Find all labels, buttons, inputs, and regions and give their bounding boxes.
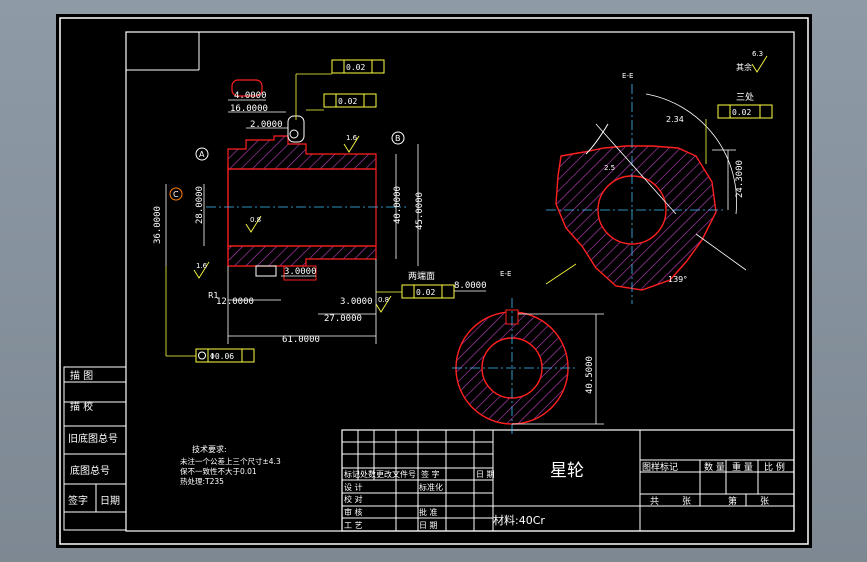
roughness-4: 0.8 [378, 296, 389, 304]
datum-a: A [195, 147, 209, 161]
section-label-1: E-E [622, 72, 633, 80]
small-dim: 2.5 [604, 164, 615, 172]
tech-requirements: 技术要求: 未注一个公差上三个尺寸±4.3 保不一致性不大于0.01 热处理:T… [180, 444, 281, 486]
tb-sheet: 张 [682, 496, 691, 507]
tolerance-frame-2: 0.02 [306, 93, 377, 111]
drawing-sheet: 描 图 描 校 旧底图总号 底图总号 签字 日期 标记 处数 更改文件号 签 字… [56, 14, 812, 548]
dim-4: 4.0000 [234, 91, 267, 101]
tolerance-frame-1: 0.02 [295, 59, 385, 120]
sleeve-section-view [206, 79, 406, 281]
strip-label: 日期 [100, 495, 120, 507]
tb-design: 设 计 [344, 482, 363, 492]
cad-drawing: 描 图 描 校 旧底图总号 底图总号 签字 日期 标记 处数 更改文件号 签 字… [59, 17, 809, 545]
tb-weight: 数 量 [704, 461, 725, 473]
angle-139: 139° [668, 275, 687, 284]
tb-check: 校 对 [344, 494, 363, 504]
strip-label: 底图总号 [70, 464, 110, 477]
tolerance-frame-4: 0.02 三处 [705, 91, 773, 164]
dim-61: 61.0000 [282, 335, 320, 345]
dim-3b: 3.0000 [340, 297, 373, 307]
tb-sign: 签 字 [421, 469, 440, 479]
roughness-marks [193, 135, 392, 313]
strip-label: 描 校 [70, 400, 93, 413]
outer-frame [59, 17, 809, 545]
svg-text:0.02: 0.02 [338, 97, 357, 106]
dim-3: 3.0000 [284, 267, 317, 277]
dim-27: 27.0000 [324, 314, 362, 324]
tb-scale: 比 例 [764, 461, 785, 473]
dim-40: 40.0000 [393, 186, 403, 224]
tolerance-frame-3: 0.02 两端面 8.0000 [376, 270, 487, 299]
tb-total: 共 [650, 496, 659, 507]
dim-40-5: 40.5000 [585, 356, 595, 394]
tb-drawing-mark: 图样标记 [642, 461, 678, 473]
tech-heading: 技术要求: [192, 444, 227, 454]
tb-review: 审 核 [344, 507, 363, 517]
dim-24-3: 24.3000 [735, 160, 745, 198]
strip-label: 描 图 [70, 369, 93, 382]
tech-line: 热处理:T235 [180, 476, 224, 486]
datum-c: C [169, 187, 183, 201]
dim-45: 45.0000 [415, 192, 425, 230]
tb-count: 处数 [360, 469, 376, 479]
three-places-note: 三处 [736, 91, 754, 103]
tb-standardize: 标准化 [419, 482, 443, 492]
strip-label: 旧底图总号 [68, 432, 118, 445]
part-title: 星轮 [550, 461, 584, 481]
tb-date: 日 期 [476, 470, 495, 479]
ring-section-view [452, 298, 604, 434]
section-label-2: E-E [500, 270, 511, 278]
svg-text:A: A [199, 150, 205, 159]
sleeve-dims [165, 99, 419, 344]
angle-2: 2.34 [666, 115, 684, 124]
strip-label: 签字 [68, 494, 88, 507]
svg-text:0.02: 0.02 [732, 108, 751, 117]
surface-roughness: 6.3 [752, 50, 763, 58]
dim-16: 16.0000 [230, 104, 268, 114]
dim-28: 28.0000 [195, 186, 205, 224]
tb-approve: 批 准 [419, 507, 438, 517]
material-label: 材料:40Cr [493, 513, 545, 527]
tb-change-doc: 更改文件号 [376, 469, 416, 479]
tech-line: 未注一个公差上三个尺寸±4.3 [180, 456, 281, 466]
tb-mark: 标记 [344, 469, 360, 479]
left-strip: 描 图 描 校 旧底图总号 底图总号 签字 日期 [63, 366, 127, 531]
roughness-1: 1.6 [346, 134, 358, 142]
tb-sheet2: 张 [760, 496, 769, 507]
radius-label: R1 [208, 291, 219, 300]
svg-text:Φ0.06: Φ0.06 [210, 352, 234, 361]
dim-8: 8.0000 [454, 281, 487, 291]
tb-date2: 日 期 [419, 521, 438, 530]
both-ends-note: 两端面 [408, 270, 435, 282]
datum-b: B [391, 131, 405, 145]
svg-text:B: B [395, 134, 401, 143]
surface-note: 其余 6.3 [736, 50, 768, 73]
tb-mass: 重 量 [732, 461, 753, 473]
dim-2: 2.0000 [250, 120, 283, 130]
tb-page: 第 [728, 495, 737, 507]
title-block: 标记 处数 更改文件号 签 字 日 期 设 计 标准化 校 对 审 核 批 准 … [341, 429, 795, 532]
star-wheel-view [545, 84, 747, 304]
svg-text:0.02: 0.02 [416, 288, 435, 297]
tech-line: 保不一致性不大于0.01 [180, 466, 257, 476]
dim-36: 36.0000 [153, 206, 163, 244]
svg-text:其余: 其余 [736, 62, 752, 72]
tolerance-frame-5: Φ0.06 [165, 266, 255, 363]
svg-text:0.02: 0.02 [346, 63, 365, 72]
roughness-2: 0.8 [250, 216, 261, 224]
svg-text:C: C [173, 190, 179, 199]
roughness-3: 1.6 [196, 262, 208, 270]
tb-process: 工 艺 [344, 521, 363, 530]
dim-bottom: 12.0000 [216, 297, 254, 307]
